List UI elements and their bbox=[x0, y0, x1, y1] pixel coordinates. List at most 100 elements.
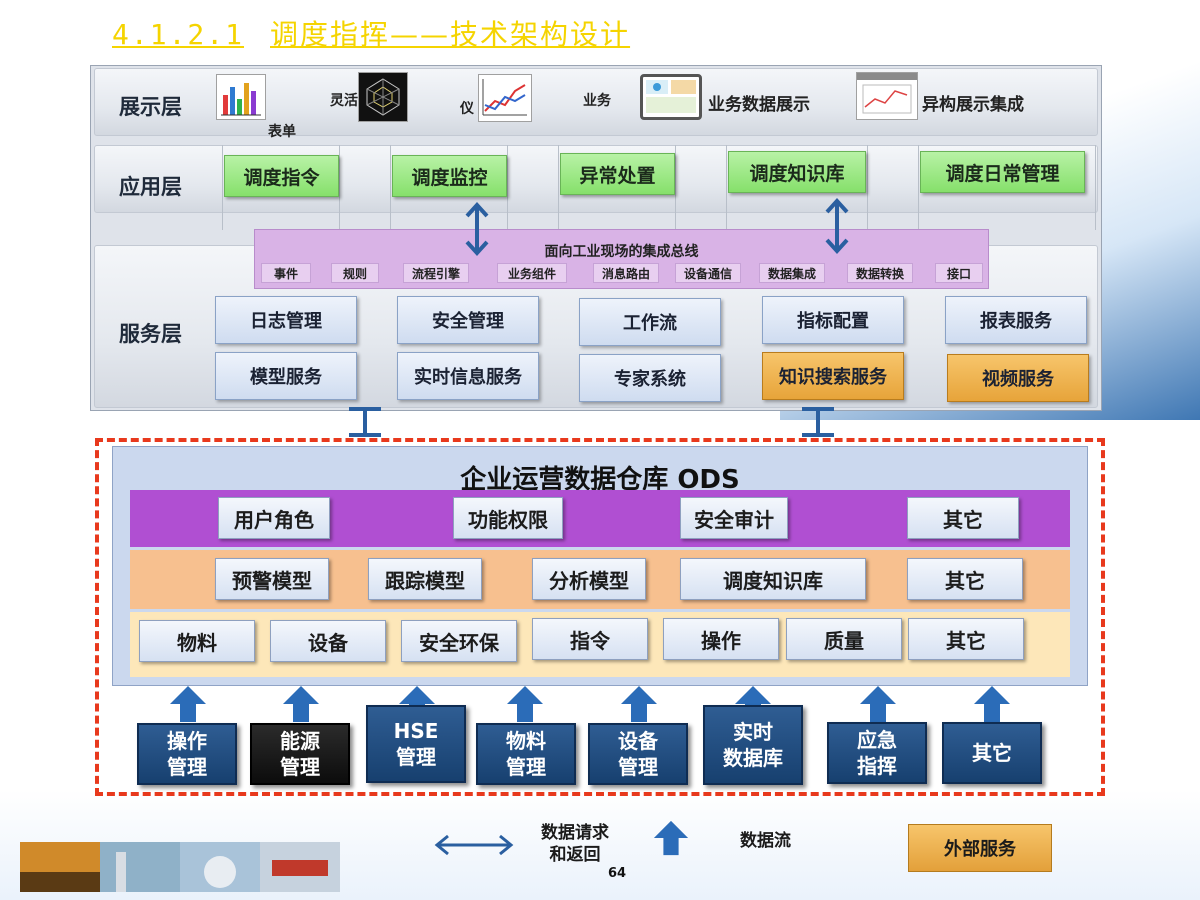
source-line: 设备 bbox=[618, 729, 658, 753]
link-connector-icon bbox=[802, 407, 834, 437]
ods-command[interactable]: 指令 bbox=[532, 618, 648, 660]
source-operation-management[interactable]: 操作管理 bbox=[137, 723, 237, 785]
page-title: 4.1.2.1 调度指挥——技术架构设计 bbox=[112, 18, 712, 52]
service-log-management[interactable]: 日志管理 bbox=[215, 296, 357, 344]
app-dispatch-command[interactable]: 调度指令 bbox=[224, 155, 339, 197]
service-video[interactable]: 视频服务 bbox=[947, 354, 1089, 402]
source-line: 物料 bbox=[506, 729, 546, 753]
ods-quality[interactable]: 质量 bbox=[786, 618, 902, 660]
app-exception-handling[interactable]: 异常处置 bbox=[560, 153, 675, 195]
data-flow-arrow-icon bbox=[653, 820, 689, 856]
data-flow-arrow-icon bbox=[283, 686, 319, 722]
source-line: HSE bbox=[393, 719, 439, 743]
bus-item: 事件 bbox=[261, 263, 311, 283]
presentation-item-label: 异构展示集成 bbox=[922, 95, 1024, 115]
section-number: 4.1.2.1 bbox=[112, 18, 245, 51]
source-line: 管理 bbox=[506, 755, 546, 779]
service-model[interactable]: 模型服务 bbox=[215, 352, 357, 400]
ods-warning-model[interactable]: 预警模型 bbox=[215, 558, 329, 600]
page-number: 64 bbox=[608, 866, 627, 881]
ods-material[interactable]: 物料 bbox=[139, 620, 255, 662]
ods-function-permission[interactable]: 功能权限 bbox=[453, 497, 563, 539]
legend-request: 数据请求 和返回 bbox=[530, 822, 620, 866]
source-line: 管理 bbox=[396, 745, 436, 769]
application-column bbox=[222, 145, 340, 230]
app-dispatch-knowledge[interactable]: 调度知识库 bbox=[728, 151, 866, 193]
double-arrow-icon bbox=[465, 202, 489, 256]
data-flow-arrow-icon bbox=[621, 686, 657, 722]
presentation-item-label: 业务数据展示 bbox=[708, 95, 810, 115]
ods-dispatch-knowledge[interactable]: 调度知识库 bbox=[680, 558, 866, 600]
bus-item: 数据集成 bbox=[759, 263, 825, 283]
ods-safety-environment[interactable]: 安全环保 bbox=[401, 620, 517, 662]
application-column bbox=[558, 145, 676, 230]
source-equipment-management[interactable]: 设备管理 bbox=[588, 723, 688, 785]
application-column bbox=[726, 145, 868, 230]
source-material-management[interactable]: 物料管理 bbox=[476, 723, 576, 785]
application-column bbox=[918, 145, 1096, 230]
source-line: 操作 bbox=[167, 729, 207, 753]
data-flow-arrow-icon bbox=[507, 686, 543, 722]
source-line: 实时 bbox=[733, 720, 773, 744]
dashboard-screen-icon bbox=[640, 74, 702, 120]
bus-item: 业务组件 bbox=[497, 263, 567, 283]
ods-other[interactable]: 其它 bbox=[907, 558, 1023, 600]
ods-analysis-model[interactable]: 分析模型 bbox=[532, 558, 646, 600]
line-chart-icon bbox=[478, 74, 532, 122]
bidirectional-arrow-icon bbox=[434, 834, 514, 856]
source-other[interactable]: 其它 bbox=[942, 722, 1042, 784]
source-emergency-command[interactable]: 应急指挥 bbox=[827, 722, 927, 784]
data-flow-arrow-icon bbox=[860, 686, 896, 722]
service-expert-system[interactable]: 专家系统 bbox=[579, 354, 721, 402]
presentation-item-label: 灵活 bbox=[330, 93, 358, 109]
ods-operation[interactable]: 操作 bbox=[663, 618, 779, 660]
service-knowledge-search[interactable]: 知识搜索服务 bbox=[762, 352, 904, 400]
service-realtime-info[interactable]: 实时信息服务 bbox=[397, 352, 539, 400]
bus-item: 接口 bbox=[935, 263, 983, 283]
section-title: 调度指挥——技术架构设计 bbox=[270, 18, 631, 51]
legend-external-service: 外部服务 bbox=[908, 824, 1052, 872]
radar-chart-icon bbox=[358, 72, 408, 122]
ods-user-role[interactable]: 用户角色 bbox=[218, 497, 330, 539]
ods-tracking-model[interactable]: 跟踪模型 bbox=[368, 558, 482, 600]
bus-item: 设备通信 bbox=[675, 263, 741, 283]
legend-request-line: 数据请求 bbox=[541, 823, 609, 843]
layer-label: 展示层 bbox=[119, 95, 182, 119]
bus-item: 规则 bbox=[331, 263, 379, 283]
service-indicator-config[interactable]: 指标配置 bbox=[762, 296, 904, 344]
bus-item: 流程引擎 bbox=[403, 263, 469, 283]
service-security-management[interactable]: 安全管理 bbox=[397, 296, 539, 344]
ods-security-audit[interactable]: 安全审计 bbox=[680, 497, 788, 539]
source-energy-management[interactable]: 能源管理 bbox=[250, 723, 350, 785]
presentation-item-label: 业务 bbox=[583, 93, 611, 109]
report-window-icon bbox=[856, 72, 918, 120]
double-arrow-icon bbox=[825, 198, 849, 254]
app-dispatch-monitor[interactable]: 调度监控 bbox=[392, 155, 507, 197]
layer-label: 应用层 bbox=[119, 175, 182, 199]
ods-equipment[interactable]: 设备 bbox=[270, 620, 386, 662]
source-realtime-database[interactable]: 实时数据库 bbox=[703, 705, 803, 785]
presentation-item-label: 仪 bbox=[460, 101, 474, 117]
source-line: 能源 bbox=[280, 729, 320, 753]
source-line: 指挥 bbox=[857, 754, 897, 778]
ods-other[interactable]: 其它 bbox=[908, 618, 1024, 660]
source-line: 应急 bbox=[857, 728, 897, 752]
ods-other[interactable]: 其它 bbox=[907, 497, 1019, 539]
data-warehouse-boundary bbox=[95, 438, 1105, 796]
data-flow-arrow-icon bbox=[735, 686, 771, 722]
source-line: 管理 bbox=[280, 755, 320, 779]
source-line: 管理 bbox=[167, 755, 207, 779]
service-workflow[interactable]: 工作流 bbox=[579, 298, 721, 346]
data-flow-arrow-icon bbox=[974, 686, 1010, 722]
source-line: 其它 bbox=[972, 741, 1012, 765]
presentation-item-label: 表单 bbox=[268, 124, 296, 140]
service-report[interactable]: 报表服务 bbox=[945, 296, 1087, 344]
link-connector-icon bbox=[349, 407, 381, 437]
bar-chart-icon bbox=[216, 74, 266, 120]
application-column bbox=[390, 145, 508, 230]
source-line: 数据库 bbox=[723, 746, 783, 770]
app-daily-management[interactable]: 调度日常管理 bbox=[920, 151, 1085, 193]
layer-label: 服务层 bbox=[119, 322, 182, 346]
data-flow-arrow-icon bbox=[399, 686, 435, 722]
